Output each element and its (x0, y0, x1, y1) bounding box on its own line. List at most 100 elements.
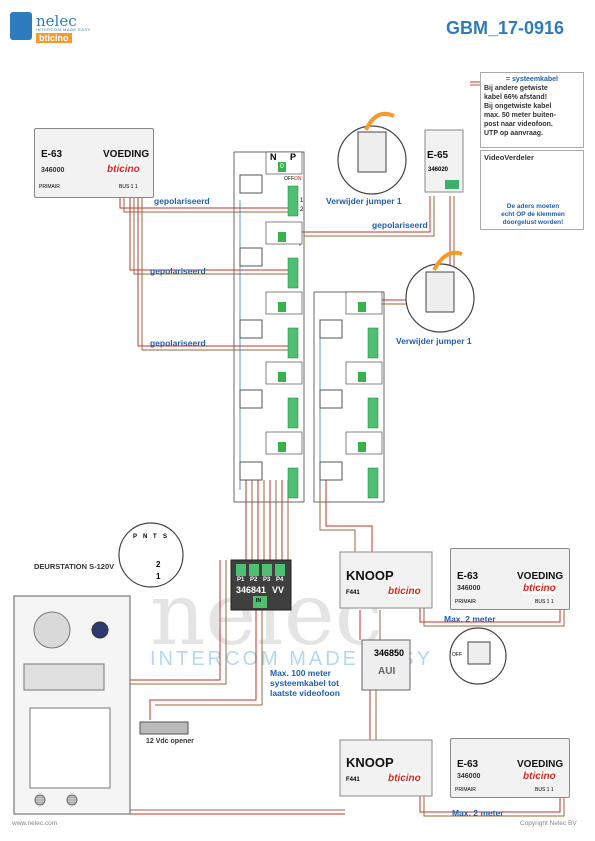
nelec-logo-icon (10, 12, 32, 40)
distributor-port-1: P1 (237, 577, 245, 583)
psu-top-name: E-63 (41, 149, 63, 160)
polarized-label-1: gepolariseerd (154, 196, 210, 206)
legend-line-4: max. 50 meter buiten- (484, 112, 556, 119)
psu-mid-primair: PRIMAIR (455, 599, 476, 605)
videophone-5 (239, 461, 263, 481)
max-100m-label: Max. 100 meter systeemkabel tot laatste … (270, 668, 340, 698)
video-splitter-title: VideoVerdeler (484, 153, 534, 162)
videophone-2 (239, 247, 263, 267)
max-100m-line-3: laatste videofoon (270, 688, 340, 698)
max-100m-line-1: Max. 100 meter (270, 668, 331, 678)
videophone-8 (319, 461, 343, 481)
video-splitter-note-1: De aders moeten (506, 203, 560, 210)
max-2m-label-1: Max. 2 meter (444, 614, 496, 624)
remove-jumper-label-1: Verwijder jumper 1 (326, 196, 402, 206)
audio-module-code: 346850 (374, 648, 405, 658)
legend-line-1: Bij andere getwiste (484, 85, 548, 92)
dip-off-label: OFF (452, 652, 462, 658)
psu-mid-function: VOEDING (517, 571, 564, 582)
door-opener (139, 721, 189, 735)
brand-name: nelec (36, 12, 77, 30)
psu-bottom-code: 346000 (457, 773, 481, 780)
psu-bottom: E-63 VOEDING 346000 bticino PRIMAIR BUS … (450, 738, 570, 798)
legend-line-3: Bij ongetwiste kabel (484, 103, 552, 110)
distributor-port-4: P4 (276, 577, 284, 583)
door-dip-2: 2 (156, 560, 161, 569)
psu-bottom-brand: bticino (523, 771, 556, 782)
distributor-port-2: P2 (250, 577, 258, 583)
footer-website: www.nelec.com (12, 820, 58, 827)
door-dip-zoom (118, 522, 184, 588)
videophone-group-right (319, 319, 343, 481)
button-module-top (339, 551, 433, 609)
videophone-group-left (239, 174, 263, 481)
max-2m-label-2: Max. 2 meter (452, 808, 504, 818)
video-splitter-note-2: echt OP de klemmen (501, 211, 565, 218)
psu-mid-code: 346000 (457, 585, 481, 592)
door-dip-n: N (143, 534, 148, 540)
psu-mid-brand: bticino (523, 583, 556, 594)
psu-e65-name: E-65 (427, 150, 449, 161)
brand-tagline: INTERCOM MADE EASY (36, 27, 91, 32)
polarized-label-2: gepolariseerd (150, 266, 206, 276)
audio-module-346850 (361, 639, 411, 691)
button-bottom-model: F441 (346, 777, 360, 783)
psu-e65-terminal (445, 180, 459, 189)
vp-n-label: N (270, 152, 277, 162)
psu-mid-name: E-63 (457, 571, 479, 582)
psu-top-code: 346000 (41, 167, 65, 174)
button-top-brand: bticino (388, 586, 421, 597)
audio-module-label: AUI (378, 666, 396, 677)
legend-box: = systeemkabel Bij andere getwiste kabel… (480, 72, 584, 148)
button-top-model: F441 (346, 590, 360, 596)
max-100m-line-2: systeemkabel tot (270, 678, 339, 688)
speaker-grille (33, 611, 71, 649)
door-dip-t: T (153, 534, 157, 540)
legend-cable-label: = systeemkabel (506, 76, 558, 83)
distributor-port-3: P3 (263, 577, 271, 583)
legend-line-5: post naar videofoon. (484, 121, 553, 128)
door-dip-s: S (163, 534, 168, 540)
door-dip-1: 1 (156, 572, 161, 581)
psu-top-function: VOEDING (103, 149, 150, 160)
videophone-7 (319, 389, 343, 409)
remove-jumper-label-2: Verwijder jumper 1 (396, 336, 472, 346)
psu-top-brand: bticino (107, 164, 140, 175)
button-bottom-brand: bticino (388, 773, 421, 784)
psu-bottom-primair: PRIMAIR (455, 787, 476, 793)
button-bottom-title: KNOOP (346, 755, 394, 770)
psu-bottom-bus: BUS 1 1 (535, 787, 554, 793)
document-code: GBM_17-0916 (446, 18, 565, 38)
legend-line-2: kabel 66% afstand! (484, 94, 548, 101)
video-splitter-note-3: doorgelust worden! (502, 219, 564, 226)
psu-bottom-name: E-63 (457, 759, 479, 770)
door-dip-p: P (133, 534, 138, 540)
psu-mid: E-63 VOEDING 346000 bticino PRIMAIR BUS … (450, 548, 570, 610)
videophone-1 (239, 174, 263, 194)
vp-terminal-1: 1 (300, 198, 304, 204)
video-splitter-note: De aders moeten echt OP de klemmen doorg… (485, 203, 581, 227)
vp-off-label: OFF (284, 176, 294, 182)
vp-on-label: ON (294, 176, 302, 182)
distributor-suffix: VV (272, 585, 285, 595)
psu-bottom-function: VOEDING (517, 759, 564, 770)
psu-top: E-63 VOEDING 346000 bticino PRIMAIR BUS … (34, 128, 154, 198)
videophone-6 (319, 319, 343, 339)
psu-top-bus: BUS 1 1 (119, 184, 138, 190)
psu-e65-code: 346020 (428, 167, 449, 173)
camera-lens (91, 621, 109, 639)
brand-partner: bticino (36, 33, 72, 43)
vp-terminal-2: 2 (300, 207, 304, 213)
video-splitter-panel: VideoVerdeler De aders moeten echt OP de… (480, 150, 584, 230)
polarized-label-3: gepolariseerd (150, 338, 206, 348)
videophone-3 (239, 319, 263, 339)
footer-copyright: Copyright Nelec BV (520, 820, 577, 827)
door-station-label: DEURSTATION S-120V (34, 562, 115, 571)
vp-p-label: P (290, 152, 297, 162)
psu-top-primair: PRIMAIR (39, 184, 60, 190)
distributor-in: IN (256, 598, 261, 604)
polarized-label-4: gepolariseerd (372, 220, 428, 230)
opener-label: 12 Vdc opener (146, 738, 194, 745)
button-module-bottom (339, 739, 433, 797)
